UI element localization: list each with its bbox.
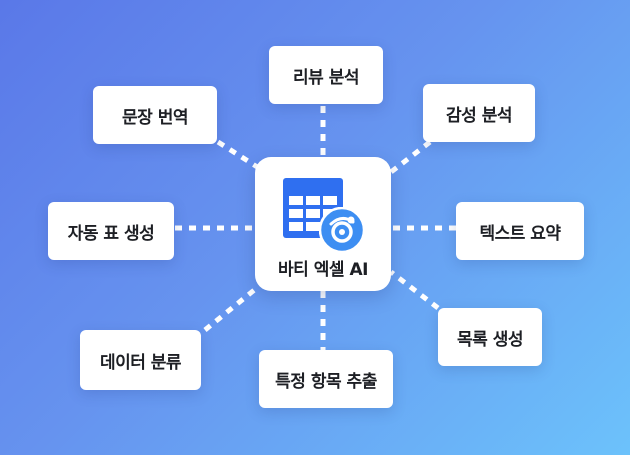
feature-item-extraction: 특정 항목 추출 bbox=[259, 350, 393, 408]
feature-review-analysis: 리뷰 분석 bbox=[269, 46, 383, 104]
feature-text-summary: 텍스트 요약 bbox=[456, 202, 584, 260]
feature-sentence-translation: 문장 번역 bbox=[93, 86, 217, 144]
connector-list-generation bbox=[389, 270, 440, 310]
feature-data-classification: 데이터 분류 bbox=[80, 330, 201, 390]
ai-orbit-badge-icon bbox=[319, 207, 365, 253]
hub-label: 바티 엑셀 AI bbox=[278, 260, 368, 280]
feature-table-generation: 자동 표 생성 bbox=[48, 202, 174, 260]
connector-sentence-translation bbox=[216, 139, 264, 173]
connector-data-classification bbox=[203, 285, 260, 332]
hub-card: 바티 엑셀 AI bbox=[255, 157, 391, 291]
feature-sentiment-analysis: 감성 분석 bbox=[423, 84, 535, 142]
feature-list-generation: 목록 생성 bbox=[438, 308, 542, 366]
connector-sentiment-analysis bbox=[389, 140, 432, 174]
